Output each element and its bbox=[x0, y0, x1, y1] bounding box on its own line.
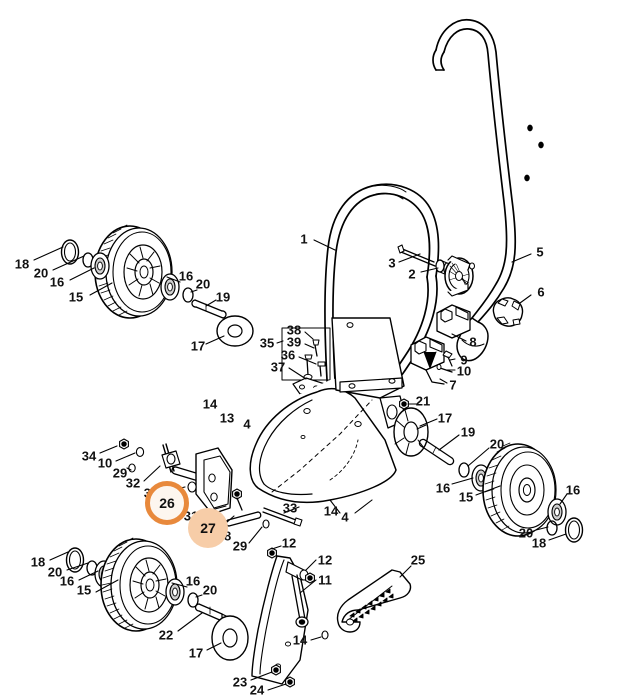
callout-3: 3 bbox=[388, 255, 396, 271]
callout-16-lr: 16 bbox=[185, 573, 201, 589]
callout-20-lr: 20 bbox=[202, 582, 218, 598]
highlight-27-label: 27 bbox=[200, 520, 216, 536]
callout-17-ll: 17 bbox=[188, 645, 204, 661]
callout-4-ul: 4 bbox=[243, 416, 251, 432]
callout-39: 39 bbox=[286, 334, 302, 350]
callout-32: 32 bbox=[125, 475, 141, 491]
callout-29-c: 29 bbox=[232, 538, 248, 554]
callout-15-ll: 15 bbox=[76, 582, 92, 598]
callout-20-ur: 20 bbox=[195, 276, 211, 292]
callout-33: 33 bbox=[282, 500, 298, 516]
clamp-parts-group bbox=[410, 304, 471, 385]
callout-18-ul: 18 bbox=[14, 256, 30, 272]
callout-10-l: 10 bbox=[97, 455, 113, 471]
callout-9: 9 bbox=[460, 352, 468, 368]
callout-16-ll: 16 bbox=[59, 573, 75, 589]
callout-16-rr: 16 bbox=[565, 482, 581, 498]
callout-15-ul: 15 bbox=[68, 289, 84, 305]
callout-14-b: 14 bbox=[292, 632, 308, 648]
chassis-body bbox=[244, 317, 410, 508]
callout-20-ll: 20 bbox=[47, 564, 63, 580]
callout-10-c: 10 bbox=[456, 363, 472, 379]
callout-1: 1 bbox=[300, 231, 308, 247]
callout-15-r: 15 bbox=[458, 489, 474, 505]
knob-part-6 bbox=[492, 297, 524, 327]
callout-34: 34 bbox=[81, 448, 97, 464]
callout-16-r: 16 bbox=[435, 480, 451, 496]
wheel-right bbox=[393, 398, 584, 543]
callout-19-r: 19 bbox=[460, 424, 476, 440]
callout-11: 11 bbox=[318, 572, 332, 588]
callout-22: 22 bbox=[158, 627, 174, 643]
callout-38: 38 bbox=[286, 322, 302, 338]
callout-8: 8 bbox=[469, 334, 477, 350]
callout-14-c: 14 bbox=[323, 503, 339, 519]
callout-16-ul: 16 bbox=[49, 274, 65, 290]
callout-13: 13 bbox=[219, 410, 235, 426]
linkage-bracket-group bbox=[118, 438, 303, 529]
callout-19-ur: 19 bbox=[215, 289, 231, 305]
callout-12-a: 12 bbox=[281, 535, 297, 551]
callout-14-ul: 14 bbox=[202, 396, 218, 412]
callout-17-ur: 17 bbox=[190, 338, 206, 354]
callout-20-rr: 20 bbox=[518, 525, 534, 541]
callout-37: 37 bbox=[270, 359, 286, 375]
highlight-26[interactable] bbox=[145, 481, 189, 525]
callout-6: 6 bbox=[537, 284, 545, 300]
wheel-lower-left bbox=[65, 537, 249, 661]
callout-35: 35 bbox=[259, 335, 275, 351]
callout-24: 24 bbox=[249, 682, 265, 698]
callout-18-rr: 18 bbox=[531, 535, 547, 551]
callout-20-ul: 20 bbox=[33, 265, 49, 281]
pivot-hub-assembly bbox=[397, 244, 475, 297]
callout-4-c: 4 bbox=[341, 509, 349, 525]
highlight-26-label: 26 bbox=[159, 495, 175, 511]
callout-23: 23 bbox=[232, 674, 248, 690]
callout-21: 21 bbox=[415, 393, 431, 409]
callout-20-r: 20 bbox=[489, 436, 505, 452]
serrated-bar-25 bbox=[336, 569, 412, 633]
highlight-27[interactable] bbox=[188, 508, 228, 548]
callout-5: 5 bbox=[536, 244, 544, 260]
callout-29-l: 29 bbox=[112, 465, 128, 481]
callout-16-ur: 16 bbox=[178, 268, 194, 284]
callout-7: 7 bbox=[449, 377, 457, 393]
callout-36: 36 bbox=[280, 347, 296, 363]
callout-18-ll: 18 bbox=[30, 554, 46, 570]
wheel-upper-left bbox=[33, 224, 254, 347]
callout-12-b: 12 bbox=[317, 552, 333, 568]
callout-17-r: 17 bbox=[437, 410, 453, 426]
callout-25: 25 bbox=[410, 552, 426, 568]
bottom-linkage-arm bbox=[251, 547, 329, 688]
callout-2: 2 bbox=[408, 266, 416, 282]
